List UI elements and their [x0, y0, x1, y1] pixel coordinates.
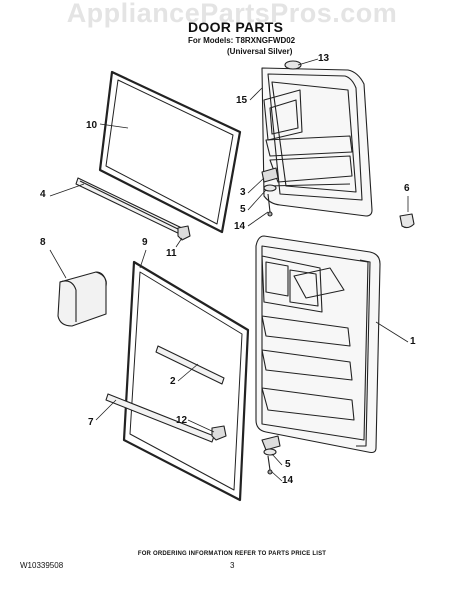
- callout-1: 1: [410, 336, 416, 347]
- lower-hinge-parts: [261, 435, 281, 475]
- callout-12: 12: [176, 415, 188, 426]
- page-title: DOOR PARTS: [188, 19, 284, 35]
- lower-door-rail: [105, 393, 215, 443]
- callout-4: 4: [40, 189, 46, 200]
- fresh-food-door-assembly: [255, 235, 381, 454]
- callout-3: 3: [240, 187, 246, 198]
- callout-15: 15: [236, 95, 248, 106]
- leader-lines: [49, 58, 409, 482]
- callout-5-lower: 5: [285, 459, 291, 470]
- freezer-door-assembly: [261, 60, 373, 217]
- freezer-door-gasket: [98, 70, 242, 234]
- fresh-food-shelf-rail: [155, 345, 225, 385]
- watermark-logo: AppliancePartsPros.com: [66, 0, 398, 28]
- callout-10: 10: [86, 120, 98, 131]
- color-line: (Universal Silver): [227, 47, 293, 56]
- page-number: 3: [230, 561, 235, 570]
- models-line: For Models: T8RXNGFWD02: [188, 36, 296, 45]
- callout-8: 8: [40, 237, 46, 248]
- fresh-food-door-gasket: [122, 260, 250, 502]
- callout-14-upper: 14: [234, 221, 246, 232]
- callout-9: 9: [142, 237, 148, 248]
- callout-2: 2: [170, 376, 176, 387]
- callout-7: 7: [88, 417, 94, 428]
- document-number: W10339508: [20, 561, 64, 570]
- callout-5-upper: 5: [240, 204, 246, 215]
- callout-11: 11: [166, 248, 177, 259]
- ordering-note: FOR ORDERING INFORMATION REFER TO PARTS …: [137, 551, 327, 557]
- callout-14-lower: 14: [282, 475, 294, 486]
- freezer-shelf-cap: [177, 225, 191, 241]
- plug-button: [399, 213, 415, 229]
- butter-compartment: [57, 271, 107, 327]
- lower-rail-cap: [211, 425, 227, 441]
- callout-13: 13: [318, 53, 330, 64]
- callout-6: 6: [404, 183, 410, 194]
